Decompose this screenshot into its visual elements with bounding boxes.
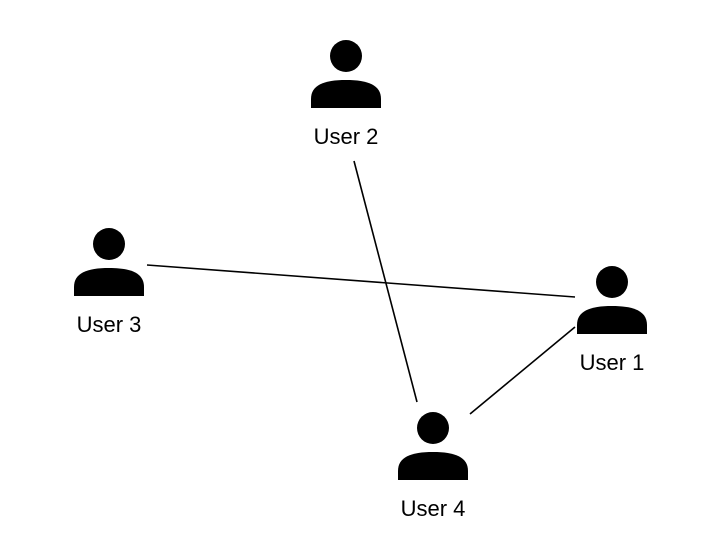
node-label: User 3 [77,312,142,337]
edges-group [146,160,576,415]
edge-user-2-user-4 [353,160,418,403]
node-label: User 2 [314,124,379,149]
node-user-4[interactable]: User 4 [398,412,468,521]
user-icon [74,228,144,296]
edge-user-3-user-1 [146,264,576,298]
node-label: User 4 [401,496,466,521]
user-icon [577,266,647,334]
edge-user-1-user-4 [469,326,576,415]
node-user-2[interactable]: User 2 [311,40,381,149]
user-icon [398,412,468,480]
user-icon [311,40,381,108]
node-label: User 1 [580,350,645,375]
node-user-1[interactable]: User 1 [577,266,647,375]
node-user-3[interactable]: User 3 [74,228,144,337]
